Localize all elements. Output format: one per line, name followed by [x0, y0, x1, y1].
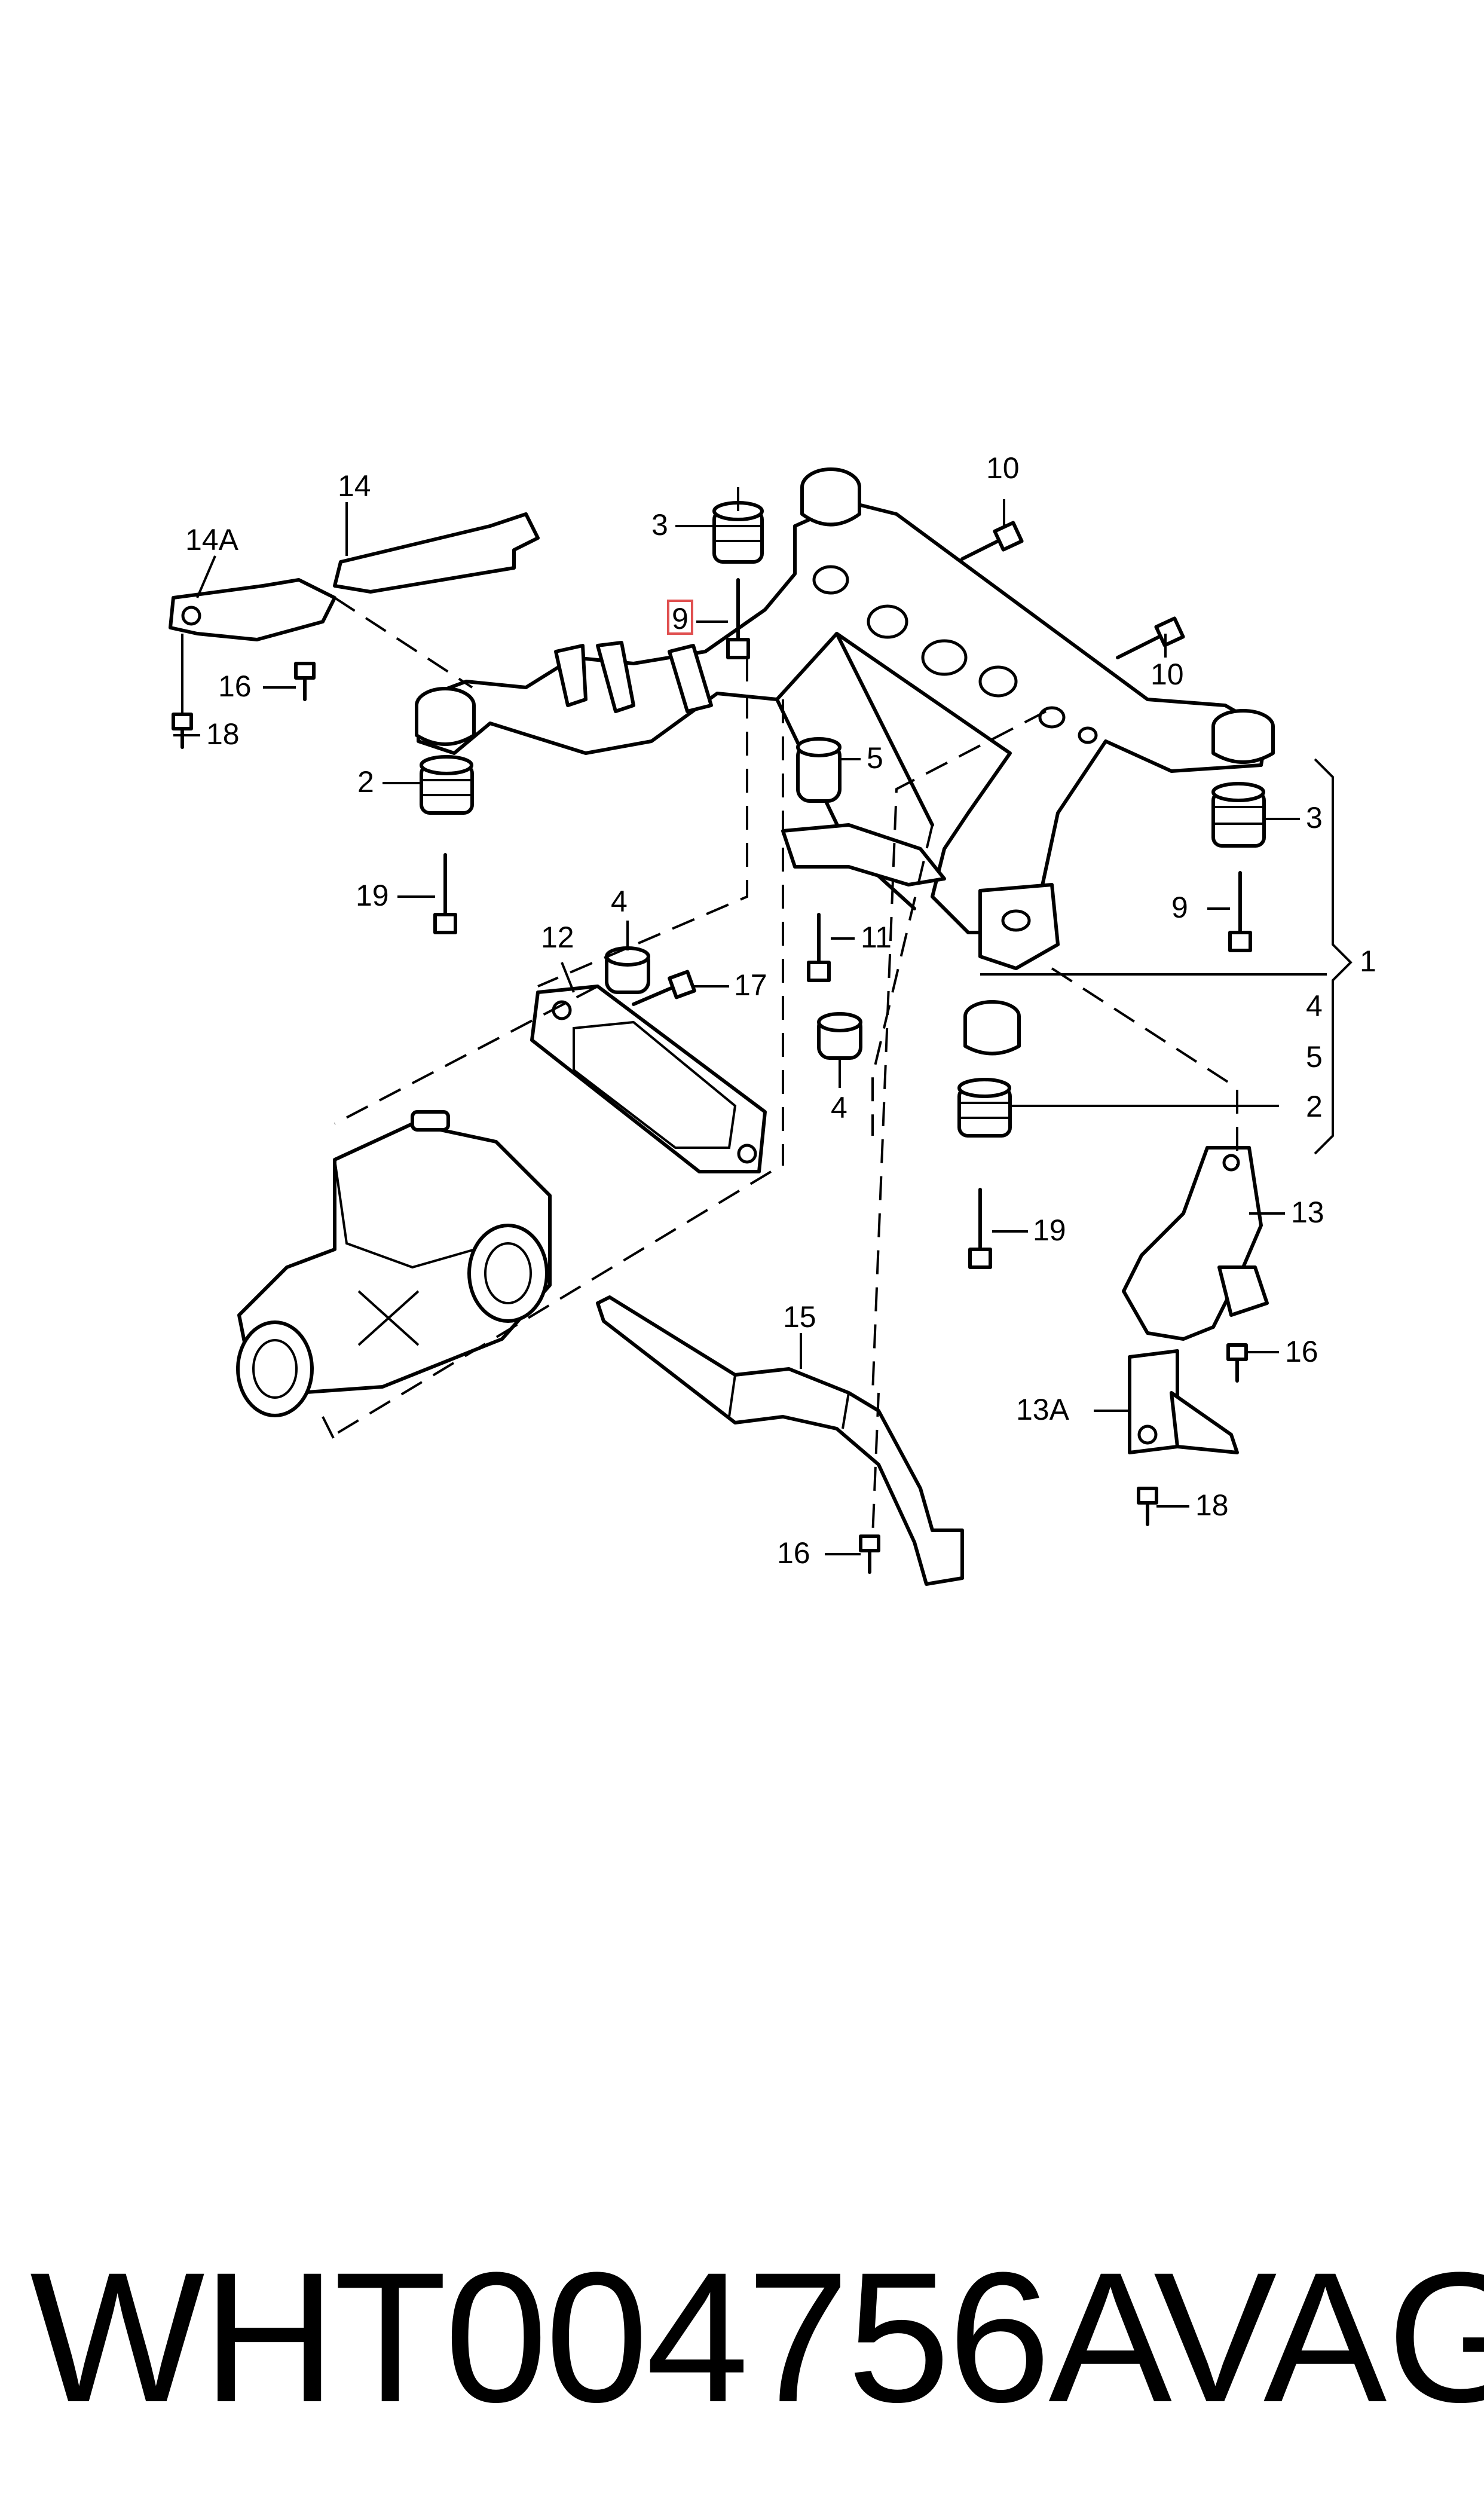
callout-16-left: 16	[218, 670, 252, 703]
nut-18-left	[172, 713, 193, 749]
callout-4-group: 4	[1306, 989, 1323, 1023]
callout-4-upper: 4	[611, 885, 628, 918]
highlight-box-9	[667, 600, 693, 635]
callout-2-right: 2	[1306, 1090, 1323, 1123]
bracket-13	[1122, 1146, 1269, 1341]
callout-11: 11	[861, 921, 892, 954]
bracket-14a	[169, 578, 336, 641]
callout-5-upper: 5	[867, 741, 883, 775]
callout-16-bottom: 16	[777, 1536, 810, 1570]
callout-18-left: 18	[206, 717, 240, 751]
callout-19-left: 19	[356, 879, 389, 912]
assembly-lines	[322, 597, 1238, 1537]
leader-lines	[173, 487, 1353, 1555]
bracket-14	[333, 512, 540, 594]
callout-19-right: 19	[1033, 1213, 1066, 1247]
bolt-9-left	[726, 578, 750, 659]
callout-13a: 13A	[1016, 1393, 1070, 1426]
callout-16-right: 16	[1285, 1335, 1318, 1368]
bracket-13a	[1128, 1349, 1239, 1454]
callout-14a: 14A	[185, 523, 239, 557]
differential	[236, 1110, 552, 1417]
diff-bushing-4-lower	[817, 1012, 862, 1060]
callout-9-left: 9	[672, 602, 689, 635]
bushing-5	[796, 737, 842, 803]
bolt-11	[807, 913, 831, 982]
callout-4-lower: 4	[831, 1091, 847, 1124]
rubber-mount-2-right	[957, 1078, 1012, 1138]
heat-shield-15	[596, 1295, 964, 1586]
callout-10-lower: 10	[1151, 658, 1184, 691]
bolt-17	[632, 970, 696, 1006]
nut-16-left	[294, 662, 316, 701]
rubber-mount-3-left	[712, 501, 764, 564]
callout-3-right: 3	[1306, 801, 1323, 834]
nut-16-bottom	[859, 1534, 880, 1574]
callout-2-left: 2	[357, 765, 374, 799]
callout-10-upper: 10	[986, 451, 1020, 485]
bolt-10-upper	[960, 521, 1024, 561]
callout-18-right: 18	[1195, 1488, 1229, 1522]
diff-bracket-12	[530, 985, 767, 1173]
callout-13: 13	[1291, 1196, 1324, 1229]
callout-1: 1	[1360, 944, 1376, 978]
brand-label: VAG	[1153, 2233, 1484, 2441]
callout-17: 17	[734, 968, 767, 1002]
callout-15: 15	[783, 1300, 816, 1334]
bolt-10-lower	[1116, 616, 1185, 659]
callout-9-right: 9	[1171, 891, 1188, 924]
callout-labels: 3 9 10 10 5 3 9 2 19 4 12 17 11 4 1 4 5 …	[185, 451, 1376, 1570]
rubber-mount-2-left	[420, 755, 474, 815]
callout-14: 14	[338, 469, 371, 503]
callout-3-left: 3	[651, 508, 668, 542]
footer: WHT004756A VAG	[0, 2233, 1484, 2441]
bolt-19-right	[968, 1188, 992, 1269]
callout-12: 12	[541, 921, 574, 954]
document-number: WHT004756A	[30, 2233, 1172, 2441]
subframe	[415, 467, 1275, 1056]
nut-18-right	[1137, 1487, 1158, 1526]
nut-16-right	[1226, 1343, 1248, 1383]
rubber-mount-3-right	[1211, 782, 1266, 848]
callout-5-group: 5	[1306, 1040, 1323, 1074]
bolt-19-left	[433, 853, 457, 934]
bolt-9-right	[1228, 871, 1252, 952]
